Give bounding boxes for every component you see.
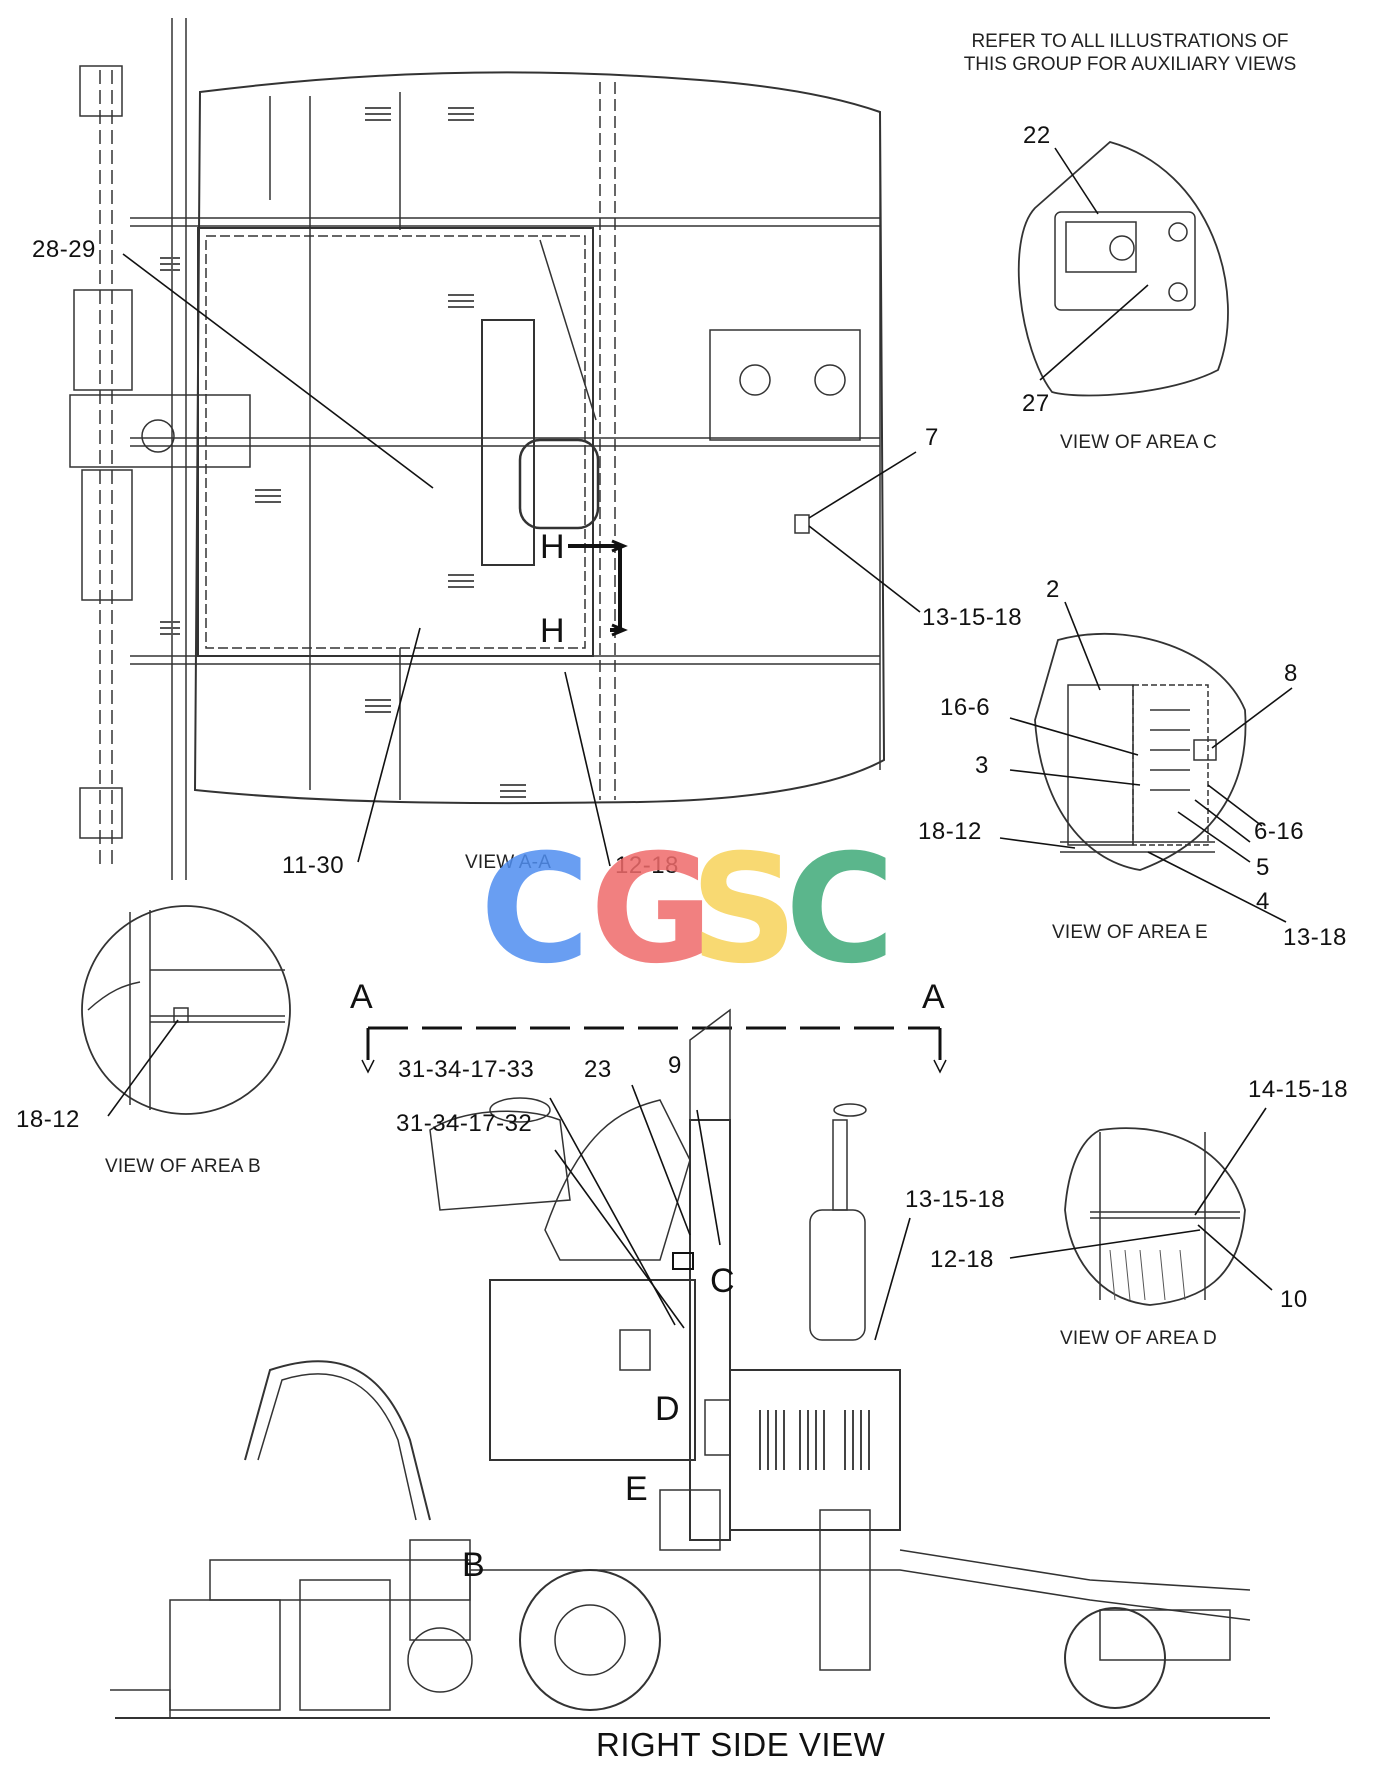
note-line-1: REFER TO ALL ILLUSTRATIONS OF (971, 31, 1289, 52)
callout-18-12-b: 18-12 (16, 1106, 80, 1133)
callout-13-15-18-top: 13-15-18 (922, 604, 1023, 631)
callout-7: 7 (925, 424, 939, 451)
area-letter-h-bottom: H (540, 612, 565, 650)
cgsc-watermark: C G S C (480, 835, 900, 995)
note-auxiliary-views: REFER TO ALL ILLUSTRATIONS OF THIS GROUP… (960, 30, 1300, 76)
callout-27: 27 (1022, 390, 1050, 417)
area-b-detail (81, 905, 291, 1117)
callout-2: 2 (1046, 576, 1060, 603)
callout-31-34-17-32: 31-34-17-32 (396, 1110, 533, 1137)
callout-3: 3 (975, 752, 989, 779)
caption-view-area-e: VIEW OF AREA E (1052, 922, 1208, 943)
watermark-letter-4: C (785, 823, 896, 997)
area-c-detail (1017, 141, 1229, 397)
caption-view-area-d: VIEW OF AREA D (1060, 1328, 1217, 1349)
callout-13-18: 13-18 (1283, 924, 1347, 951)
callout-9: 9 (668, 1052, 682, 1079)
callout-28-29: 28-29 (32, 236, 96, 263)
callout-16-6: 16-6 (940, 694, 991, 721)
callout-4: 4 (1256, 888, 1270, 915)
callout-11-30: 11-30 (282, 852, 345, 879)
callout-5: 5 (1256, 854, 1270, 881)
note-line-2: THIS GROUP FOR AUXILIARY VIEWS (963, 54, 1297, 75)
callout-12-18-d: 12-18 (930, 1246, 994, 1273)
callout-22: 22 (1023, 122, 1051, 149)
callout-14-15-18: 14-15-18 (1248, 1076, 1349, 1103)
area-letter-c: C (710, 1262, 735, 1300)
watermark-letter-3: S (690, 823, 799, 997)
callout-6-16: 6-16 (1254, 818, 1305, 845)
top-view-drawing (69, 18, 921, 880)
callout-12-18-top: 12-18 (615, 852, 679, 879)
callout-10: 10 (1280, 1286, 1308, 1313)
callout-8: 8 (1284, 660, 1298, 687)
area-letter-e: E (625, 1470, 648, 1508)
side-view-drawing (110, 1008, 1270, 1719)
callout-18-12-e: 18-12 (918, 818, 982, 845)
section-letter-a-left: A (350, 978, 373, 1016)
caption-view-area-b: VIEW OF AREA B (105, 1156, 261, 1177)
callout-13-15-18-side: 13-15-18 (905, 1186, 1006, 1213)
caption-view-area-c: VIEW OF AREA C (1060, 432, 1217, 453)
area-d-detail (1009, 1107, 1273, 1306)
area-letter-h-top: H (540, 528, 565, 566)
callout-23: 23 (584, 1056, 612, 1083)
section-line-a-a (361, 1026, 947, 1074)
caption-view-a-a: VIEW A-A (465, 852, 552, 873)
caption-right-side-view: RIGHT SIDE VIEW (596, 1726, 886, 1763)
watermark-letter-2: G (590, 823, 714, 997)
area-e-detail (999, 601, 1293, 923)
section-letter-a-right: A (922, 978, 945, 1016)
area-letter-b: B (462, 1546, 485, 1584)
callout-31-34-17-33: 31-34-17-33 (398, 1056, 535, 1083)
area-letter-d: D (655, 1390, 680, 1428)
watermark-letter-1: C (480, 823, 591, 997)
